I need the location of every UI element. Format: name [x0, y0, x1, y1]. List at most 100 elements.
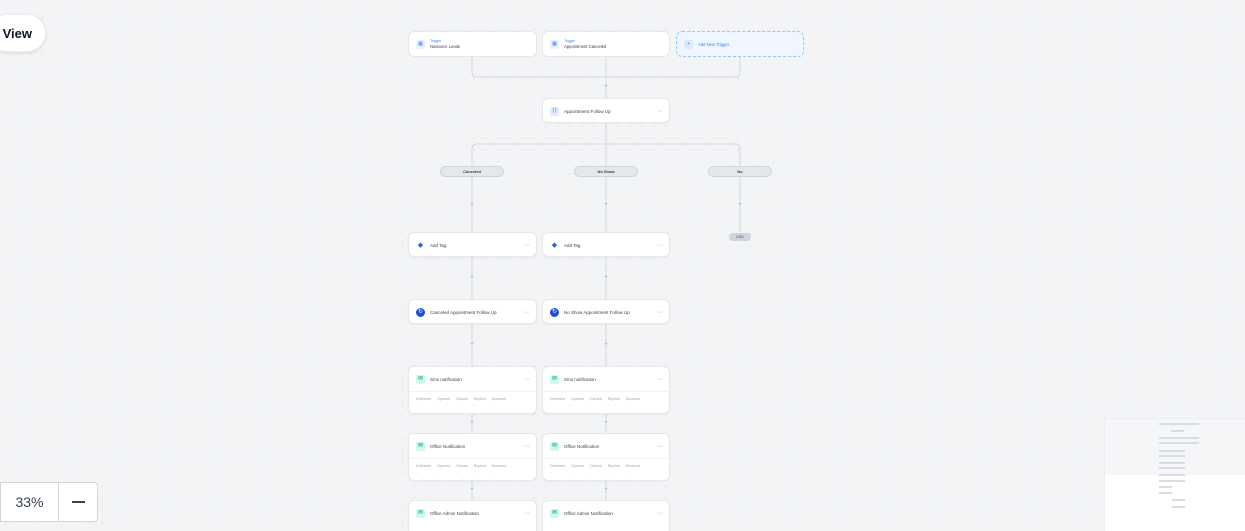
stat-value: -	[437, 403, 439, 407]
more-options-icon[interactable]: ···	[656, 308, 663, 316]
add-tag-node[interactable]: ◆ Add Tag ···	[408, 232, 537, 257]
more-options-icon[interactable]: ···	[656, 509, 663, 517]
more-options-icon[interactable]: ···	[523, 308, 530, 316]
add-step-button[interactable]: +	[604, 275, 608, 281]
add-step-button[interactable]: +	[470, 275, 474, 281]
node-title: Office Notification	[430, 443, 466, 449]
node-title: Sms notification	[430, 376, 462, 382]
trigger-name: Nuisance Leads	[430, 44, 461, 49]
tag-icon: ◆	[550, 240, 559, 250]
node-title: Add Tag	[564, 242, 581, 248]
stat-value: -	[437, 470, 439, 474]
trigger-node[interactable]: ▦ Trigger Nuisance Leads	[408, 31, 537, 57]
stat-value: -	[571, 403, 573, 407]
calendar-icon: ▦	[550, 39, 559, 49]
message-stats: Delivered - Opened - Clicked - Replied - Bou…	[543, 458, 669, 480]
stat-header: Delivered	[550, 464, 566, 468]
workflow-node[interactable]: ↻ No Show Appointment Follow Up ···	[542, 299, 670, 324]
add-tag-node[interactable]: ◆ Add Tag ···	[542, 232, 670, 257]
stat-header: Opened	[571, 397, 584, 401]
stat-header: Opened	[437, 397, 450, 401]
branch-label[interactable]: No	[708, 166, 772, 177]
message-stats: Delivered- Opened- Clicked- Replied- Bou…	[409, 458, 536, 480]
stat-header: Delivered	[416, 397, 432, 401]
stat-value: -	[625, 403, 628, 407]
message-stats: Delivered- Opened- Clicked- Replied- Bou…	[543, 391, 669, 413]
trigger-node[interactable]: ▦ Trigger Appointment Canceled	[542, 31, 670, 57]
trigger-label: Trigger	[430, 39, 442, 43]
workflow-node[interactable]: ↻ Canceled Appointment Follow Up ···	[408, 299, 537, 324]
more-options-icon[interactable]: ···	[523, 375, 530, 383]
stat-header: Replied	[473, 464, 486, 468]
node-title: Office Admin Notification	[430, 510, 479, 516]
more-options-icon[interactable]: ···	[523, 442, 530, 450]
trigger-label: Trigger	[564, 39, 576, 43]
more-options-icon[interactable]: ···	[656, 107, 663, 115]
end-marker: END	[729, 233, 751, 241]
add-step-button[interactable]: +	[470, 342, 474, 348]
stat-header: Clicked	[455, 397, 468, 401]
stat-value: -	[571, 470, 573, 474]
router-node[interactable]: ⟨⟩ Appointment Follow Up ···	[542, 98, 670, 123]
add-step-button[interactable]: +	[604, 84, 608, 90]
workflow-icon: ↻	[416, 307, 425, 317]
stat-value: -	[550, 470, 552, 474]
stat-header: Clicked	[455, 464, 468, 468]
stat-value: -	[607, 470, 609, 474]
stat-header: Delivered	[550, 397, 566, 401]
add-step-button[interactable]: +	[604, 342, 608, 348]
stat-header: Opened	[571, 464, 584, 468]
stat-value: -	[589, 470, 592, 474]
trigger-name: Appointment Canceled	[564, 44, 607, 49]
sms-node[interactable]: ✉ Office Notification ··· Delivered - Ope…	[408, 433, 537, 481]
add-step-button[interactable]: +	[470, 202, 474, 208]
sms-node[interactable]: ✉ Office Admin Notification ···	[408, 500, 537, 531]
branch-label[interactable]: No Show	[574, 166, 638, 177]
more-options-icon[interactable]: ···	[523, 509, 530, 517]
minus-icon	[71, 501, 85, 503]
stat-header: Bounced	[491, 464, 507, 468]
minimap[interactable]	[1104, 418, 1245, 531]
branch-label[interactable]: Canceled	[440, 166, 504, 177]
stat-header: Delivered	[416, 464, 432, 468]
stat-header: Clicked	[589, 464, 602, 468]
stat-value: -	[473, 470, 475, 474]
zoom-out-button[interactable]	[59, 483, 97, 521]
calendar-icon: ▦	[416, 39, 425, 49]
sms-node[interactable]: ✉ Sms notification ··· Delivered- Opened…	[542, 366, 670, 414]
add-step-button[interactable]: +	[738, 202, 742, 208]
sms-icon: ✉	[416, 441, 425, 451]
stat-value: -	[607, 403, 609, 407]
add-step-button[interactable]: +	[604, 420, 608, 426]
zoom-control: 33%	[0, 482, 98, 522]
more-options-icon[interactable]: ···	[523, 241, 530, 249]
more-options-icon[interactable]: ···	[656, 241, 663, 249]
stat-header: Bounced	[491, 397, 507, 401]
stat-header: Bounced	[625, 464, 641, 468]
stat-header: Replied	[607, 464, 620, 468]
sms-node[interactable]: ✉ Sms notification ··· Delivered- Opened…	[408, 366, 537, 414]
more-options-icon[interactable]: ···	[656, 375, 663, 383]
more-options-icon[interactable]: ···	[656, 442, 663, 450]
stat-header: Replied	[473, 397, 486, 401]
add-step-button[interactable]: +	[604, 202, 608, 208]
sms-node[interactable]: ✉ Office Admin Notification ···	[542, 500, 670, 531]
node-title: Appointment Follow Up	[564, 108, 611, 114]
stat-value: -	[625, 470, 628, 474]
stat-header: Opened	[437, 464, 450, 468]
stat-value: -	[416, 403, 418, 407]
zoom-level: 33%	[1, 483, 59, 521]
stat-header: Clicked	[589, 397, 602, 401]
node-title: Canceled Appointment Follow Up	[430, 309, 497, 315]
add-step-button[interactable]: +	[604, 487, 608, 493]
stat-value: -	[550, 403, 552, 407]
add-trigger-button[interactable]: + Add New Trigger	[676, 31, 804, 57]
minimap-viewport[interactable]	[1105, 419, 1245, 475]
add-step-button[interactable]: +	[470, 487, 474, 493]
sms-icon: ✉	[550, 508, 559, 518]
sms-node[interactable]: ✉ Office Notification ··· Delivered- Ope…	[542, 433, 670, 481]
view-button[interactable]: View	[0, 14, 46, 52]
sms-icon: ✉	[550, 374, 559, 384]
add-step-button[interactable]: +	[470, 420, 474, 426]
